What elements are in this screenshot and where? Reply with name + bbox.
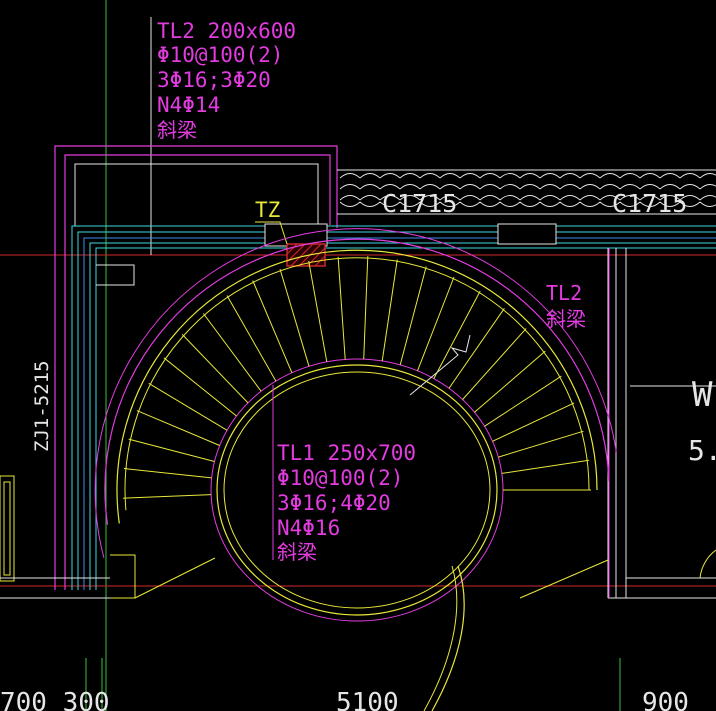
stair-tread (308, 260, 328, 362)
stair-tread (474, 350, 546, 413)
tl2-right-line-2: 斜梁 (546, 307, 586, 331)
stair-well-outer (216, 364, 498, 616)
tl2-line-2: Φ10@100(2) (157, 43, 283, 67)
spiral-stair (94, 228, 617, 622)
stair-tread (279, 268, 310, 367)
break-mark (409, 334, 471, 396)
tl1-line-5: 斜梁 (277, 540, 317, 564)
room-outline-outer (54, 145, 338, 590)
stair-outer-edge (116, 249, 598, 524)
tl1-line-4: N4Φ16 (277, 516, 340, 540)
landing-diagonal (134, 557, 216, 599)
leader-curve-2 (423, 565, 458, 711)
left-wall-piece (96, 264, 135, 286)
tl1-line-3: 3Φ16;4Φ20 (277, 491, 391, 515)
stair-tread (433, 290, 481, 379)
dim-right: 900 (642, 688, 689, 711)
landing-left (110, 554, 136, 599)
tl2-line-4: N4Φ14 (157, 93, 220, 117)
right-edge-top: W (692, 375, 713, 415)
tl1-line-2: Φ10@100(2) (277, 466, 403, 490)
tl2-line-5: 斜梁 (157, 118, 197, 142)
window-label-right: C1715 (612, 189, 687, 218)
tz-leader (255, 221, 288, 245)
side-label: ZJ1-5215 (31, 360, 53, 452)
window-label-left: C1715 (382, 189, 457, 218)
stair-outer-edge-inner (124, 257, 590, 511)
wall-block (497, 223, 557, 245)
stair-tread (462, 328, 527, 400)
stair-well-beam (210, 358, 504, 622)
stair-tread (181, 334, 249, 404)
stair-tread (252, 280, 293, 373)
tl1-label: TL1 250x700 Φ10@100(2) 3Φ16;4Φ20 N4Φ16 斜… (277, 441, 416, 564)
stair-outer-beam-2 (94, 228, 617, 558)
stair-tread (363, 256, 369, 360)
stair-tread (492, 402, 575, 442)
stair-tread (226, 295, 277, 382)
right-door-arc (699, 549, 716, 579)
tl2-right-line-1: TL2 (546, 281, 582, 305)
annotations: TL2 200x600 Φ10@100(2) 3Φ16;3Φ20 N4Φ14 斜… (0, 19, 716, 711)
stair-tread (163, 357, 237, 417)
leader-curve (431, 565, 465, 711)
stair-tread (399, 266, 427, 366)
stair-tread (337, 256, 346, 360)
tl1-line-1: TL1 250x700 (277, 441, 416, 465)
stair-tread (148, 382, 228, 431)
tl2-line-3: 3Φ16;3Φ20 (157, 68, 271, 92)
upper-recess (74, 163, 319, 227)
stair-tread (202, 313, 262, 392)
stair-tread (498, 430, 584, 458)
left-column (0, 475, 15, 582)
stair-tread (448, 308, 505, 389)
left-column-inner (3, 481, 11, 576)
stair-tread (123, 468, 212, 479)
stair-well-inner (223, 371, 491, 609)
stair-tread (501, 459, 590, 474)
stair-tread (123, 494, 212, 499)
landing-diagonal-right (519, 559, 609, 599)
tz-label: TZ (255, 198, 280, 222)
stair-tread (136, 410, 220, 446)
tl2-line-1: TL2 200x600 (157, 19, 296, 43)
window-tile-band (337, 169, 716, 215)
stair-tread (417, 276, 455, 371)
stair-tread (128, 438, 215, 462)
dim-left: 700 300 (0, 688, 110, 711)
right-room-walls (607, 248, 716, 599)
right-edge-bottom: 5.8 (688, 434, 716, 467)
dim-middle: 5100 (336, 688, 399, 711)
stair-tread (484, 375, 562, 427)
stair-tread (381, 259, 398, 362)
room-outline-inner (64, 154, 331, 590)
tl2-label: TL2 200x600 Φ10@100(2) 3Φ16;3Φ20 N4Φ14 斜… (157, 19, 296, 142)
dimension-ticks (85, 658, 621, 711)
stair-outer-beam (104, 238, 610, 525)
